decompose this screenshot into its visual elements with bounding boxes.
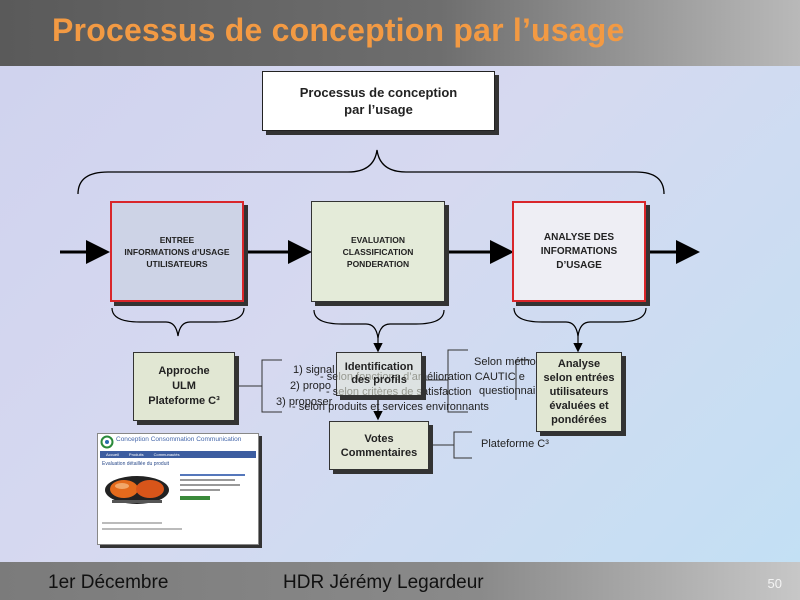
votes-line2: Commentaires [340,446,418,459]
footer-date: 1er Décembre [48,572,169,593]
analysis-result-box: Analyse selon entrées utilisateurs évalu… [536,352,622,432]
goggles-image [105,476,169,504]
thumb-footer-lines [102,522,252,530]
approach-bracket [236,359,282,413]
brace-stage3 [513,307,647,337]
analysis-line5: pondérées [551,414,607,426]
stage-input-box: ENTREE INFORMATIONS d’USAGE UTILISATEURS [110,201,244,302]
note-methode: Selon métho [474,356,536,368]
stage-evaluation-line1: EVALUATION [351,234,405,245]
note-produits: - selon produits et services environnant… [292,401,489,413]
analysis-line1: Analyse [557,358,601,370]
process-title-box: Processus de conception par l’usage [262,71,495,131]
approach-item-3: 3) proposer [276,396,333,408]
stage-input-line2: INFORMATIONS d’USAGE [124,246,230,257]
footer-author: HDR Jérémy Legardeur [283,572,484,593]
platform-screenshot: Conception Consommation Communication Ac… [97,433,259,545]
analysis-line2: selon entrées [543,372,615,384]
thumb-navbar: Accueil Produits Communautés [100,451,256,458]
footer-bar: 1er Décembre HDR Jérémy Legardeur 50 [0,562,800,600]
stage-analysis-line2: INFORMATIONS [540,245,618,257]
thumb-section-title: Evaluation détaillée du produit [102,461,169,467]
title-bar: Processus de conception par l’usage [0,0,800,66]
analysis-line4: évaluées et [549,400,609,412]
identification-box: Identification des profils [336,352,422,396]
c3-logo-icon [100,435,114,449]
approach-item-2: 2) propo [290,380,331,392]
stage-analysis-box: ANALYSE DES INFORMATIONS D’USAGE [512,201,646,302]
stage-input-line3: UTILISATEURS [146,258,208,269]
process-title-line2: par l’usage [344,102,413,117]
approach-line2: ULM [172,380,196,392]
brace-stage1 [111,307,245,337]
thumb-nav-1: Accueil [106,452,119,457]
thumb-text-lines [180,474,250,500]
identification-line1: Identification [344,361,414,373]
approach-line3: Plateforme C³ [148,395,220,407]
stage-analysis-line1: ANALYSE DES [543,231,615,243]
identification-line2: des profils [351,374,407,386]
stage-evaluation-line3: PONDERATION [346,258,410,269]
stage-analysis-line3: D’USAGE [556,259,602,271]
slide-title: Processus de conception par l’usage [52,12,625,48]
top-brace [77,149,665,195]
votes-box: Votes Commentaires [329,421,429,470]
brace-stage2 [313,309,445,339]
thumb-nav-2: Produits [128,452,144,457]
approach-box: Approche ULM Plateforme C³ [133,352,235,421]
stage-input-line1: ENTREE [159,234,195,245]
thumb-header: Conception Consommation Communication [98,434,258,449]
votes-line1: Votes [364,432,394,445]
process-title-line1: Processus de conception [299,85,458,100]
stage-evaluation-box: EVALUATION CLASSIFICATION PONDERATION [311,201,445,302]
note-questionnaire: questionnai [479,385,536,397]
analysis-line3: utilisateurs [549,386,609,398]
page-number: 50 [767,576,782,591]
approach-item-1: 1) signal [293,364,335,376]
approach-line1: Approche [158,365,210,377]
thumb-nav-3: Communautés [153,452,180,457]
thumb-header-text: Conception Consommation Communication [116,436,242,443]
stage-evaluation-line2: CLASSIFICATION [342,246,414,257]
platform-label: Plateforme C³ [481,438,549,450]
